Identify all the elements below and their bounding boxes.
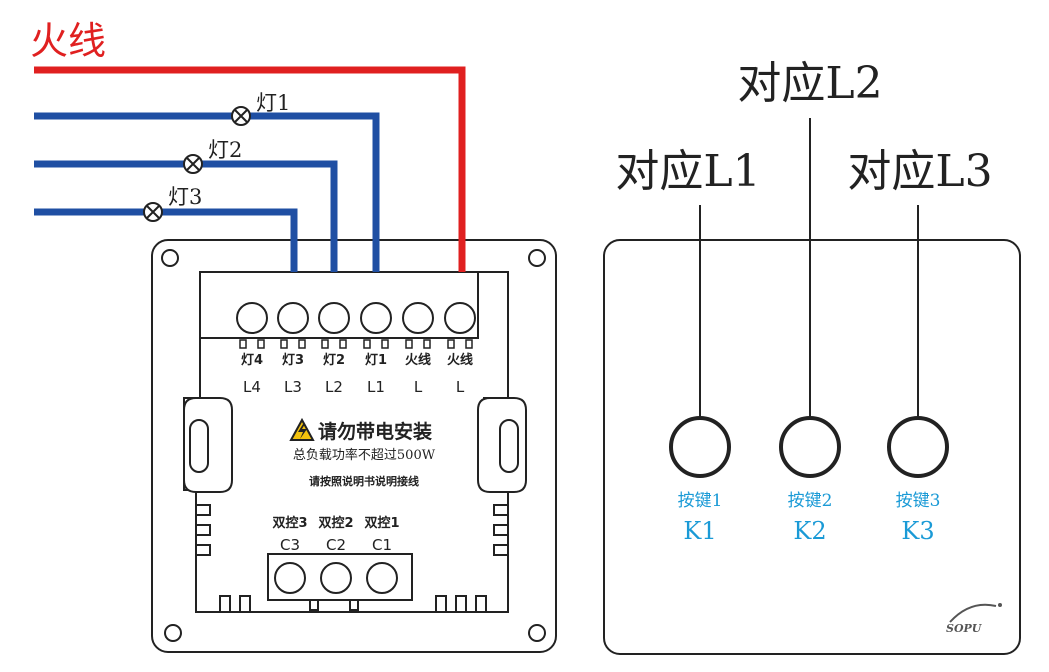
lamp2-wire [34, 160, 338, 272]
terminal-pin [339, 339, 347, 349]
lamp-icon [231, 106, 251, 126]
terminal-label-en: L [456, 378, 465, 396]
live-wire-title: 火线 [30, 19, 106, 63]
dual-control-label-cn: 双控2 [318, 515, 353, 531]
terminal-label-cn: 灯4 [241, 352, 263, 368]
warning-block: 请勿带电安装 总负载功率不超过500W 请按照说明书说明接线 [289, 417, 436, 488]
terminal-pin [321, 339, 329, 349]
lamp-icon [143, 202, 163, 222]
key-label-cn: 按键1 [678, 491, 723, 511]
terminal-pin [423, 339, 431, 349]
svg-text:SOPU: SOPU [946, 622, 983, 635]
terminal-label-en: L2 [325, 378, 343, 396]
lamp1-wire [34, 112, 380, 272]
dual-control-label-cn: 双控3 [272, 515, 307, 531]
side-notches [196, 504, 508, 556]
terminal-label-cn: 灯3 [282, 352, 304, 368]
bottom-teeth [219, 595, 487, 612]
terminal-pin [239, 339, 247, 349]
lamp2-symbol: 灯2 [183, 138, 242, 174]
high-voltage-warning-icon [289, 417, 315, 441]
terminal-label-cn: 灯2 [323, 352, 345, 368]
terminal-label-en: L4 [243, 378, 261, 396]
terminal-screw-icon [318, 302, 350, 334]
corner-screw-icon [528, 624, 546, 642]
back-panel-outline [151, 239, 557, 653]
terminal-label-cn: 火线 [447, 352, 473, 368]
dual-control-screw-icon [366, 562, 398, 594]
terminal-screw-icon [402, 302, 434, 334]
terminal-pin [280, 339, 288, 349]
terminal-label-en: L [414, 378, 423, 396]
key-button-3[interactable] [887, 416, 949, 478]
terminal-screw-icon [277, 302, 309, 334]
key-label-en: K3 [901, 517, 934, 545]
dual-control-label-en: C3 [280, 536, 300, 554]
dual-control-label-en: C1 [372, 536, 392, 554]
terminal-pin [381, 339, 389, 349]
terminal-pin [447, 339, 455, 349]
key-label-cn: 按键3 [896, 491, 941, 511]
lamp3-symbol: 灯3 [143, 185, 202, 222]
lamp1-label: 灯1 [256, 91, 290, 115]
terminal-screw-icon [236, 302, 268, 334]
live-wire [34, 66, 466, 272]
key-button-1[interactable] [669, 416, 731, 478]
dual-control-screw-icon [274, 562, 306, 594]
wiring-instruction: 请按照说明书说明接线 [309, 474, 419, 488]
terminal-label-cn: 火线 [405, 352, 431, 368]
terminal-screw-icon [444, 302, 476, 334]
top-terminal-row [236, 302, 476, 349]
terminal-pin [465, 339, 473, 349]
key-button-2[interactable] [779, 416, 841, 478]
lamp3-wire [34, 208, 298, 272]
callout-l2: 对应L2 [737, 58, 882, 109]
wires [34, 66, 466, 272]
lamp2-label: 灯2 [208, 138, 242, 162]
lamp1-symbol: 灯1 [231, 91, 290, 126]
mounting-slot-icon [499, 419, 519, 473]
terminal-screw-icon [360, 302, 392, 334]
terminal-block [199, 271, 479, 339]
dual-control-screw-icon [320, 562, 352, 594]
right-mounting-bracket [477, 397, 527, 493]
callout-l1: 对应L1 [615, 146, 760, 197]
dual-control-label-en: C2 [326, 536, 346, 554]
load-note: 总负载功率不超过500W [293, 447, 436, 463]
left-mounting-bracket [183, 397, 233, 493]
key-label-en: K1 [683, 517, 716, 545]
key-label-cn: 按键2 [788, 491, 833, 511]
dual-control-label-cn: 双控1 [364, 515, 399, 531]
key-label-en: K2 [793, 517, 826, 545]
callout-l3: 对应L3 [847, 146, 992, 197]
corner-screw-icon [164, 624, 182, 642]
terminal-label-cn: 灯1 [365, 352, 387, 368]
lamp3-label: 灯3 [168, 185, 202, 209]
terminal-pin [405, 339, 413, 349]
terminal-pin [257, 339, 265, 349]
terminal-label-en: L1 [367, 378, 385, 396]
corner-screw-icon [161, 249, 179, 267]
corner-screw-icon [528, 249, 546, 267]
mounting-slot-icon [189, 419, 209, 473]
lamp-icon [183, 154, 203, 174]
warning-title: 请勿带电安装 [318, 420, 432, 443]
terminal-pin [363, 339, 371, 349]
terminal-label-en: L3 [284, 378, 302, 396]
brand-logo-icon: SOPU [946, 603, 1002, 635]
terminal-pin [298, 339, 306, 349]
